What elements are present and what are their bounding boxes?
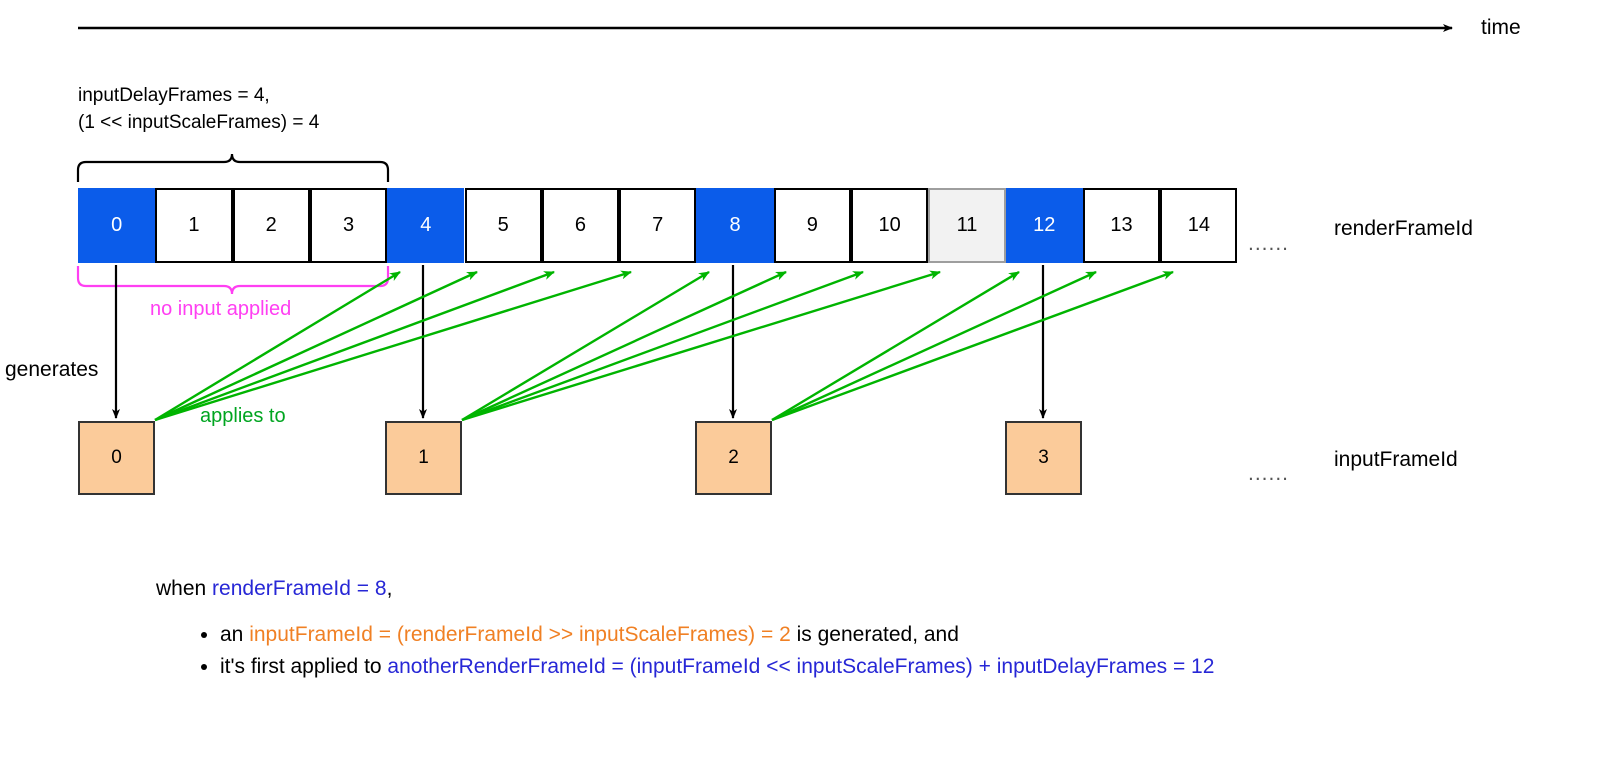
render-frame-cell-8: 8 (696, 188, 774, 263)
render-frame-cell-7: 7 (619, 188, 697, 263)
bullet-expression: anotherRenderFrameId = (inputFrameId << … (387, 655, 1215, 678)
explanation-bullet: it's first applied to anotherRenderFrame… (220, 651, 1456, 683)
render-frame-cell-10: 10 (851, 188, 929, 263)
render-frame-cell-label: 9 (806, 214, 818, 236)
param-input-scale-frames: (1 << inputScaleFrames) = 4 (78, 112, 320, 133)
render-row-ellipsis: ...... (1248, 232, 1290, 255)
render-frame-cell-1: 1 (155, 188, 233, 263)
render-frame-cell-4: 4 (387, 188, 465, 263)
input-frame-box-0: 0 (78, 421, 155, 495)
input-frame-box-label: 0 (111, 447, 122, 468)
render-frame-cell-11: 11 (928, 188, 1006, 263)
input-row-ellipsis: ...... (1248, 462, 1290, 485)
render-row-label: renderFrameId (1334, 217, 1473, 240)
explanation-bullet: an inputFrameId = (renderFrameId >> inpu… (220, 619, 1456, 651)
time-axis-label: time (1481, 16, 1521, 39)
render-frame-cell-label: 7 (652, 214, 664, 236)
applies-to-label: applies to (200, 405, 286, 427)
when-expression: renderFrameId = 8 (212, 577, 387, 600)
render-frame-cell-label: 0 (111, 214, 123, 236)
render-frame-cell-0: 0 (78, 188, 156, 263)
bullet-prefix: it's first applied to (220, 655, 388, 678)
bullet-prefix: an (220, 623, 250, 646)
render-frame-cell-13: 13 (1082, 188, 1161, 263)
bullet-suffix: is generated, and (790, 623, 959, 646)
explanation-block: when renderFrameId = 8, an inputFrameId … (156, 577, 1456, 683)
render-frame-cell-12: 12 (1005, 188, 1083, 263)
render-frame-cell-label: 14 (1187, 214, 1210, 236)
no-input-applied-label: no input applied (150, 298, 292, 320)
render-frame-cell-9: 9 (773, 188, 851, 263)
generates-label: generates (5, 358, 99, 381)
render-frame-cell-label: 6 (574, 214, 586, 236)
input-frame-box-3: 3 (1005, 421, 1082, 495)
input-row-label: inputFrameId (1334, 448, 1458, 471)
render-frame-cell-label: 1 (188, 214, 200, 236)
render-frame-cell-label: 10 (878, 214, 901, 236)
input-frame-box-2: 2 (695, 421, 772, 495)
render-frame-cell-label: 12 (1033, 214, 1056, 236)
render-frame-cell-5: 5 (464, 188, 542, 263)
render-frame-cell-label: 2 (265, 214, 277, 236)
bullet-expression: inputFrameId = (renderFrameId >> inputSc… (249, 623, 791, 646)
render-frame-cell-label: 13 (1110, 214, 1133, 236)
when-suffix: , (386, 577, 393, 600)
input-frame-box-1: 1 (385, 421, 462, 495)
when-prefix: when (156, 577, 213, 600)
param-input-delay-frames: inputDelayFrames = 4, (78, 85, 270, 106)
render-frame-cell-14: 14 (1160, 188, 1238, 263)
input-frame-box-label: 2 (728, 447, 739, 468)
render-frame-cell-3: 3 (309, 188, 388, 263)
parameters-note: inputDelayFrames = 4, (1 << inputScaleFr… (78, 82, 319, 136)
render-frame-cell-2: 2 (232, 188, 310, 263)
render-frame-cell-label: 4 (420, 214, 432, 236)
when-condition-line: when renderFrameId = 8, (156, 577, 1456, 601)
input-frame-box-label: 1 (418, 447, 429, 468)
render-frame-cell-label: 3 (342, 214, 355, 236)
render-frame-cell-label: 5 (497, 214, 509, 236)
render-frame-cell-label: 11 (956, 214, 978, 236)
input-frame-box-label: 3 (1038, 447, 1049, 468)
render-frame-cell-6: 6 (541, 188, 620, 263)
render-frame-cell-label: 8 (729, 214, 741, 236)
explanation-bullets: an inputFrameId = (renderFrameId >> inpu… (156, 619, 1456, 683)
